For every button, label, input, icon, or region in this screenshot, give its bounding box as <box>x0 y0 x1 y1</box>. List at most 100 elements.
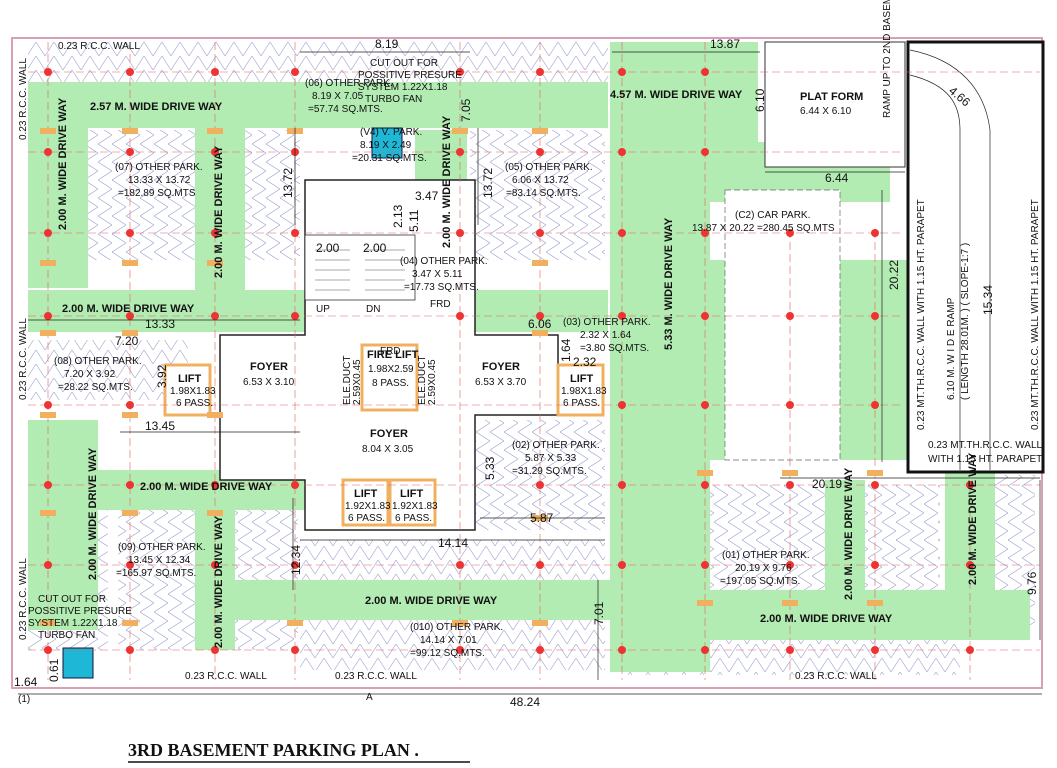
fire-lift-name: FIRE LIFT <box>367 349 419 361</box>
svg-text:(C2) CAR PARK.: (C2) CAR PARK. <box>735 210 810 221</box>
ele-duct-b-size: 2.59X0.45 <box>427 359 438 405</box>
dim-6-44: 6.44 <box>825 171 849 185</box>
lift-bottom-a-box <box>341 478 390 527</box>
lift-bottom-a-size: 1.92X1.83 <box>345 501 391 512</box>
dim-1-64-b: 1.64 <box>14 675 38 689</box>
dim-8-19: 8.19 <box>375 37 399 51</box>
turbo-fan-bottom <box>62 647 94 679</box>
svg-text:2.32 X 1.64: 2.32 X 1.64 <box>580 330 632 341</box>
lift-right-size: 1.98X1.83 <box>561 386 607 397</box>
svg-text:13.87 X 20.22 =280.45 SQ.MTS: 13.87 X 20.22 =280.45 SQ.MTS <box>692 223 835 234</box>
svg-text:8.19 X 2.49: 8.19 X 2.49 <box>360 140 412 151</box>
foyer-right-size: 6.53 X 3.70 <box>475 377 527 388</box>
svg-text:(06) OTHER PARK.: (06) OTHER PARK. <box>305 78 393 89</box>
foyer-right-name: FOYER <box>482 361 520 373</box>
park-09: (09) OTHER PARK. 13.45 X 12.34 =165.97 S… <box>116 542 206 579</box>
lift-left-name: LIFT <box>178 373 201 385</box>
svg-text:(010) OTHER PARK.: (010) OTHER PARK. <box>410 622 503 633</box>
dim-15-34: 15.34 <box>981 285 995 315</box>
wall-left-top-label: 0.23 R.C.C. WALL <box>18 58 29 140</box>
lift-right-box <box>556 363 605 417</box>
svg-text:=197.05 SQ.MTS.: =197.05 SQ.MTS. <box>720 576 800 587</box>
stair-dn: DN <box>366 304 380 315</box>
lift-left-cap: 6 PASS. <box>176 398 213 409</box>
ele-duct-b: ELE.DUCT <box>417 356 428 405</box>
svg-text:(07) OTHER PARK.: (07) OTHER PARK. <box>115 162 203 173</box>
svg-text:=3.80 SQ.MTS.: =3.80 SQ.MTS. <box>580 343 649 354</box>
foyer-left-name: FOYER <box>250 361 288 373</box>
pillars <box>40 128 883 626</box>
wall-bottom-left-label: 0.23 R.C.C. WALL <box>185 671 267 682</box>
svg-text:=20.31 SQ.MTS.: =20.31 SQ.MTS. <box>352 153 427 164</box>
frd-label-stair: FRD <box>430 299 451 310</box>
lift-bottom-b-name: LIFT <box>400 488 423 500</box>
driveway-bottom-right <box>610 590 1030 640</box>
dim-5-11: 5.11 <box>407 209 421 232</box>
wall-bottom-right-label: 0.23 R.C.C. WALL <box>795 671 877 682</box>
dim-7-20: 7.20 <box>115 334 139 348</box>
svg-text:SYSTEM 1.22X1.18: SYSTEM 1.22X1.18 <box>358 82 448 93</box>
park-01: (01) OTHER PARK. 20.19 X 9.76 =197.05 SQ… <box>720 550 810 587</box>
park-07: (07) OTHER PARK. 13.33 X 13.72 =182.89 S… <box>115 162 203 199</box>
dim-6-10: 6.10 <box>753 88 767 112</box>
driveway-v-right-center-label: 5.33 M. WIDE DRIVE WAY <box>663 217 675 350</box>
park-10: (010) OTHER PARK. 14.14 X 7.01 =99.12 SQ… <box>410 622 503 659</box>
driveway-v-inner-bottom-label: 2.00 M. WIDE DRIVE WAY <box>213 515 225 648</box>
ele-duct-a-size: 2.59X0.45 <box>352 359 363 405</box>
dim-3-47: 3.47 <box>415 189 439 203</box>
dim-13-33: 13.33 <box>145 317 175 331</box>
driveway-bottom-center-label: 2.00 M. WIDE DRIVE WAY <box>365 595 498 607</box>
driveway-right-center <box>610 142 710 672</box>
dim-7-05: 7.05 <box>459 98 473 122</box>
svg-text:(05) OTHER PARK.: (05) OTHER PARK. <box>505 162 593 173</box>
driveway-left-vert-a <box>28 128 88 288</box>
lift-bottom-b-box <box>388 478 437 527</box>
column-markers <box>44 68 974 654</box>
dim-7-01: 7.01 <box>592 601 606 625</box>
svg-text:8.19 X 7.05: 8.19 X 7.05 <box>312 91 364 102</box>
svg-text:CUT OUT FOR: CUT OUT FOR <box>370 58 438 69</box>
driveway-v-inner-top-label: 2.00 M. WIDE DRIVE WAY <box>213 145 225 278</box>
svg-text:=182.89 SQ.MTS: =182.89 SQ.MTS <box>118 188 196 199</box>
section-a: A <box>366 692 373 703</box>
platform-size: 6.44 X 6.10 <box>800 106 852 117</box>
svg-text:CUT OUT FOR: CUT OUT FOR <box>38 594 106 605</box>
dim-0-61: 0.61 <box>47 658 61 682</box>
park-02: (02) OTHER PARK. 5.87 X 5.33 =31.29 SQ.M… <box>512 440 600 477</box>
svg-text:(09) OTHER PARK.: (09) OTHER PARK. <box>118 542 206 553</box>
dim-20-19: 20.19 <box>812 477 842 491</box>
dim-6-06: 6.06 <box>528 317 552 331</box>
driveway-v-right-a-label: 2.00 M. WIDE DRIVE WAY <box>843 467 855 600</box>
wall-left-mid-label: 0.23 R.C.C. WALL <box>18 318 29 400</box>
dim-5-33: 5.33 <box>483 456 497 480</box>
driveway-mid-left-label: 2.00 M. WIDE DRIVE WAY <box>62 303 195 315</box>
ramp-lines <box>909 49 991 470</box>
dim-9-76: 9.76 <box>1025 571 1039 595</box>
fire-lift-size: 1.98X2.59 <box>368 364 414 375</box>
svg-text:POSSITIVE PRESURE: POSSITIVE PRESURE <box>28 606 132 617</box>
ramp <box>906 40 1045 474</box>
dim-1-b: (1) <box>18 694 30 705</box>
driveway-lower-left-label: 2.00 M. WIDE DRIVE WAY <box>140 481 273 493</box>
platform <box>764 41 906 168</box>
svg-text:14.14 X 7.01: 14.14 X 7.01 <box>420 635 477 646</box>
svg-text:(03) OTHER PARK.: (03) OTHER PARK. <box>563 317 651 328</box>
driveway-v-left-bottom-label: 2.00 M. WIDE DRIVE WAY <box>87 447 99 580</box>
foyer-left-size: 6.53 X 3.10 <box>243 377 295 388</box>
lift-right-name: LIFT <box>570 373 593 385</box>
dim-13-72-a: 13.72 <box>281 168 295 198</box>
park-08: (08) OTHER PARK. 7.20 X 3.92 =28.22 SQ.M… <box>54 356 142 393</box>
cutout-top-text: CUT OUT FOR POSSITIVE PRESURE SYSTEM 1.2… <box>358 58 462 105</box>
dim-13-72-b: 13.72 <box>481 168 495 198</box>
car-park-c2-label: (C2) CAR PARK. 13.87 X 20.22 =280.45 SQ.… <box>692 210 835 234</box>
parapet-label-2: WITH 1.15 HT. PARAPET <box>928 454 1042 465</box>
lift-bottom-a-cap: 6 PASS. <box>348 513 385 524</box>
driveway-bottom-right-label: 2.00 M. WIDE DRIVE WAY <box>760 613 893 625</box>
driveway-top-right <box>610 42 758 142</box>
svg-text:3.47 X 5.11: 3.47 X 5.11 <box>412 269 463 280</box>
svg-text:TURBO FAN: TURBO FAN <box>38 630 95 641</box>
plan-title: 3RD BASEMENT PARKING PLAN . <box>128 740 419 760</box>
svg-text:20.19 X 9.76: 20.19 X 9.76 <box>735 563 792 574</box>
wall-top-left-label: 0.23 R.C.C. WALL <box>58 41 140 52</box>
